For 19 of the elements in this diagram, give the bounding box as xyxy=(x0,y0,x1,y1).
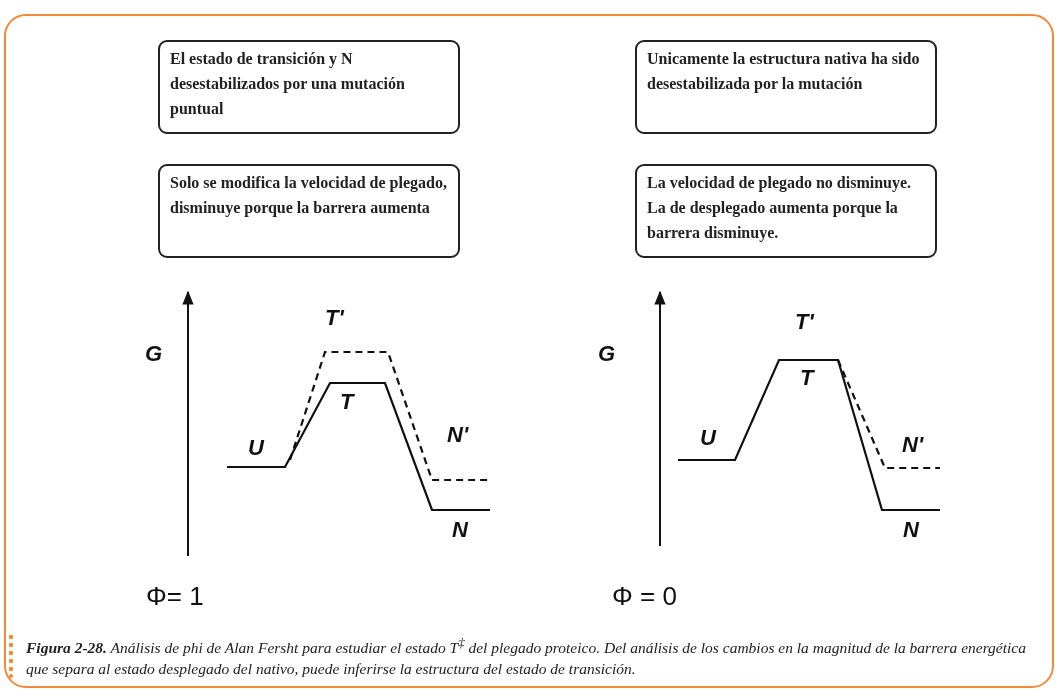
figure-caption: Figura 2-28. Análisis de phi de Alan Fersht para estudiar el estado T$^{‡}$ del plegado proteico. Del análisis de los cambios en la magnitud de la barrera energética que separa al estado desplegado del nativo, puede inferirse la estructura del estado de transición. xyxy=(26,634,1027,680)
text-box: La velocidad de plegado no disminuye. La de desplegado aumenta porque la barrera disminuye. xyxy=(635,164,937,258)
state-label: U xyxy=(700,426,716,450)
state-label: N' xyxy=(447,423,469,447)
text-box: Unicamente la estructura nativa ha sido desestabilizada por la mutación xyxy=(635,40,937,134)
state-label: N' xyxy=(902,433,924,457)
text-box: El estado de transición y N desestabilizados por una mutación puntual xyxy=(158,40,460,134)
text-box: Solo se modifica la velocidad de plegado, disminuye porque la barrera aumenta xyxy=(158,164,460,258)
state-label: N xyxy=(903,518,919,542)
phi-value: Φ= 1 xyxy=(146,584,204,608)
state-label: T' xyxy=(325,306,344,330)
state-label: T xyxy=(340,390,354,414)
state-label: N xyxy=(452,518,468,542)
axis-label: G xyxy=(598,342,616,366)
state-label: U xyxy=(248,436,264,460)
phi-value: Φ = 0 xyxy=(612,584,677,608)
state-label: T xyxy=(800,366,814,390)
state-label: T' xyxy=(795,310,814,334)
axis-label: G xyxy=(145,342,163,366)
